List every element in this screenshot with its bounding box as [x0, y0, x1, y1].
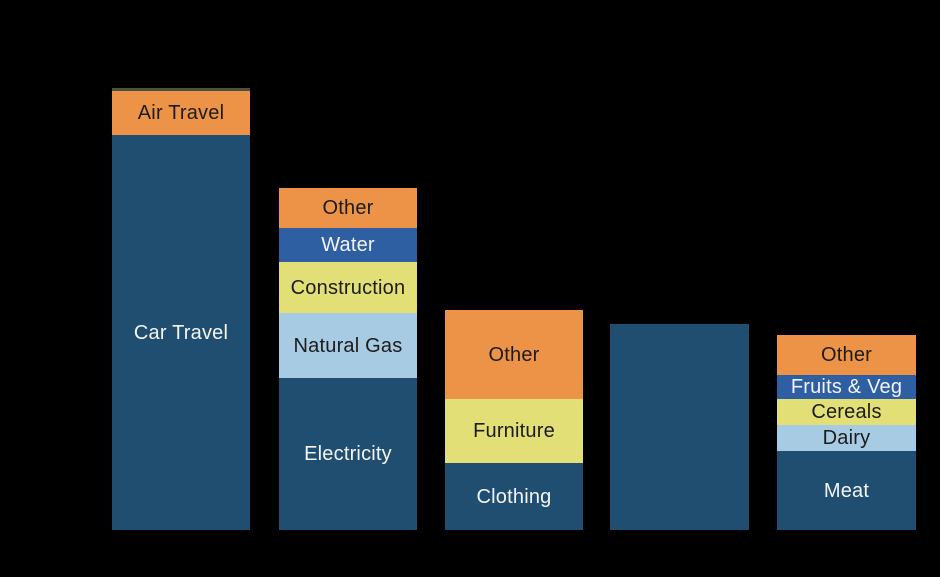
segment-unlabeled [610, 324, 749, 530]
segment-label: Car Travel [133, 321, 229, 344]
segment-furniture: Furniture [445, 399, 583, 463]
bar-4 [610, 0, 749, 577]
segment-fruits-veg: Fruits & Veg [777, 375, 916, 399]
segment-other: Other [777, 335, 916, 375]
segment-label: Other [820, 344, 873, 366]
segment-label: Other [488, 343, 540, 366]
segment-other: Other [279, 188, 417, 228]
segment-meat: Meat [777, 451, 916, 530]
segment-label: Electricity [304, 443, 392, 465]
segment-label: Clothing [476, 485, 552, 508]
segment-construction: Construction [279, 262, 417, 313]
segment-water: Water [279, 228, 417, 262]
segment-air-travel: Air Travel [112, 88, 250, 135]
segment-electricity: Electricity [279, 378, 417, 530]
segment-natural-gas: Natural Gas [279, 313, 417, 378]
segment-label: Construction [290, 276, 406, 299]
segment-label: Water [321, 234, 375, 256]
segment-label: Other [322, 197, 374, 219]
segment-clothing: Clothing [445, 463, 583, 530]
segment-label: Air Travel [137, 102, 225, 124]
segment-label: Cereals [811, 401, 882, 423]
segment-dairy: Dairy [777, 425, 916, 451]
segment-label: Furniture [473, 420, 555, 442]
segment-car-travel: Car Travel [112, 135, 250, 530]
segment-cereals: Cereals [777, 399, 916, 425]
segment-label: Fruits & Veg [790, 376, 903, 398]
segment-other: Other [445, 310, 583, 399]
segment-label: Natural Gas [293, 334, 403, 357]
segment-label: Meat [823, 479, 870, 502]
segment-label: Dairy [822, 427, 871, 449]
